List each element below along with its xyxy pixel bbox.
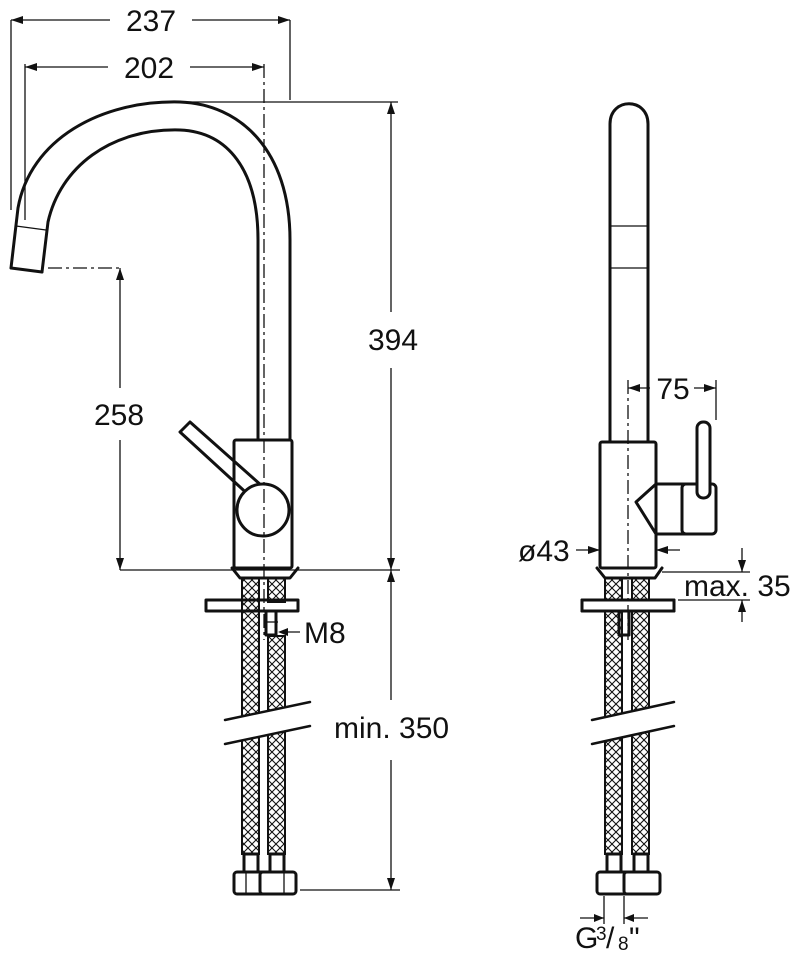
svg-text:G: G — [575, 922, 598, 955]
front-hose-right — [267, 635, 286, 855]
label-thread-m8: M8 — [304, 617, 346, 650]
dim-label-min-350: min. 350 — [334, 712, 449, 745]
svg-text:": " — [629, 922, 640, 955]
dim-label-202: 202 — [124, 52, 174, 85]
dim-label-237: 237 — [126, 5, 176, 38]
label-connection-g38: G 3 / 8 " — [575, 922, 640, 955]
dim-label-diameter-43: ø43 — [518, 535, 570, 568]
front-lever-knob — [235, 482, 291, 538]
dim-label-394: 394 — [368, 324, 418, 357]
side-lever — [695, 420, 712, 500]
svg-text:8: 8 — [618, 934, 629, 955]
front-nut-right — [258, 870, 298, 896]
front-body — [232, 438, 294, 570]
front-spout-inner — [40, 128, 260, 442]
svg-text:3: 3 — [596, 924, 607, 945]
front-spout-outer — [9, 100, 292, 442]
side-view — [576, 102, 750, 924]
front-view — [9, 16, 400, 896]
side-spout — [608, 102, 650, 444]
dim-label-75: 75 — [656, 373, 689, 406]
dim-label-258: 258 — [94, 399, 144, 432]
dim-label-max-35: max. 35 — [684, 570, 791, 603]
svg-text:/: / — [606, 922, 615, 955]
side-nut-right — [622, 870, 662, 896]
